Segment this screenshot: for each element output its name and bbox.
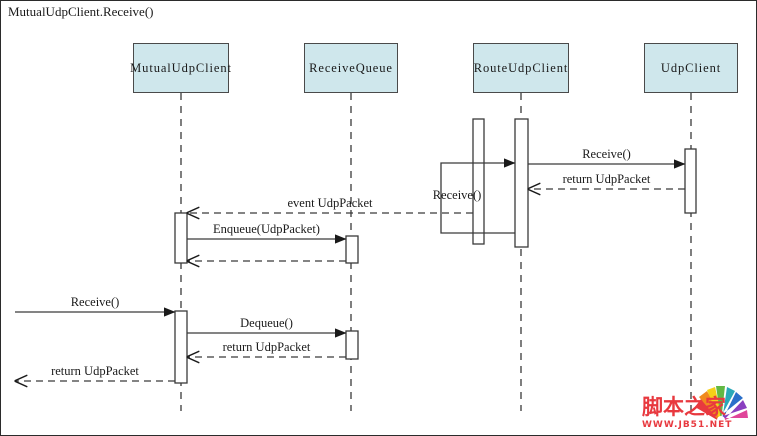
watermark-cn-text: 脚本之家 bbox=[642, 395, 726, 419]
participant-box-routeudpclient[interactable]: RouteUdpClient bbox=[473, 43, 569, 93]
activation-bar-receivequeue bbox=[345, 330, 359, 360]
diagram-title: MutualUdpClient.Receive() bbox=[8, 4, 154, 19]
activation-bars-group bbox=[174, 118, 697, 384]
message-label-3: event UdpPacket bbox=[287, 196, 373, 210]
activation-bar-mutualudpclient bbox=[174, 310, 188, 384]
message-0 bbox=[440, 158, 516, 234]
message-label-4: Enqueue(UdpPacket) bbox=[213, 222, 320, 236]
participant-box-receivequeue[interactable]: ReceiveQueue bbox=[304, 43, 398, 93]
activation-bar-routeudpclient bbox=[472, 118, 485, 245]
message-label-1: Receive() bbox=[582, 147, 631, 161]
peacock-fan-icon bbox=[695, 386, 748, 423]
participant-box-mutualudpclient[interactable]: MutualUdpClient bbox=[130, 43, 231, 93]
message-label-2: return UdpPacket bbox=[562, 172, 651, 186]
activation-bar-udpclient bbox=[684, 148, 697, 214]
watermark: 脚本之家 WWW.JB51.NET bbox=[640, 381, 752, 431]
participant-box-udpclient[interactable]: UdpClient bbox=[644, 43, 738, 93]
message-label-8: return UdpPacket bbox=[222, 340, 311, 354]
watermark-url-text: WWW.JB51.NET bbox=[642, 420, 733, 430]
message-label-6: Receive() bbox=[70, 295, 120, 309]
message-label-7: Dequeue() bbox=[240, 316, 293, 330]
message-label-0: Receive() bbox=[432, 188, 482, 202]
message-label-9: return UdpPacket bbox=[51, 364, 139, 378]
activation-bar-routeudpclient bbox=[514, 118, 529, 248]
lifeline-lines-group bbox=[180, 93, 692, 411]
message-arrows-group bbox=[15, 158, 686, 381]
activation-bar-mutualudpclient bbox=[174, 212, 188, 264]
activation-bar-receivequeue bbox=[345, 235, 359, 264]
